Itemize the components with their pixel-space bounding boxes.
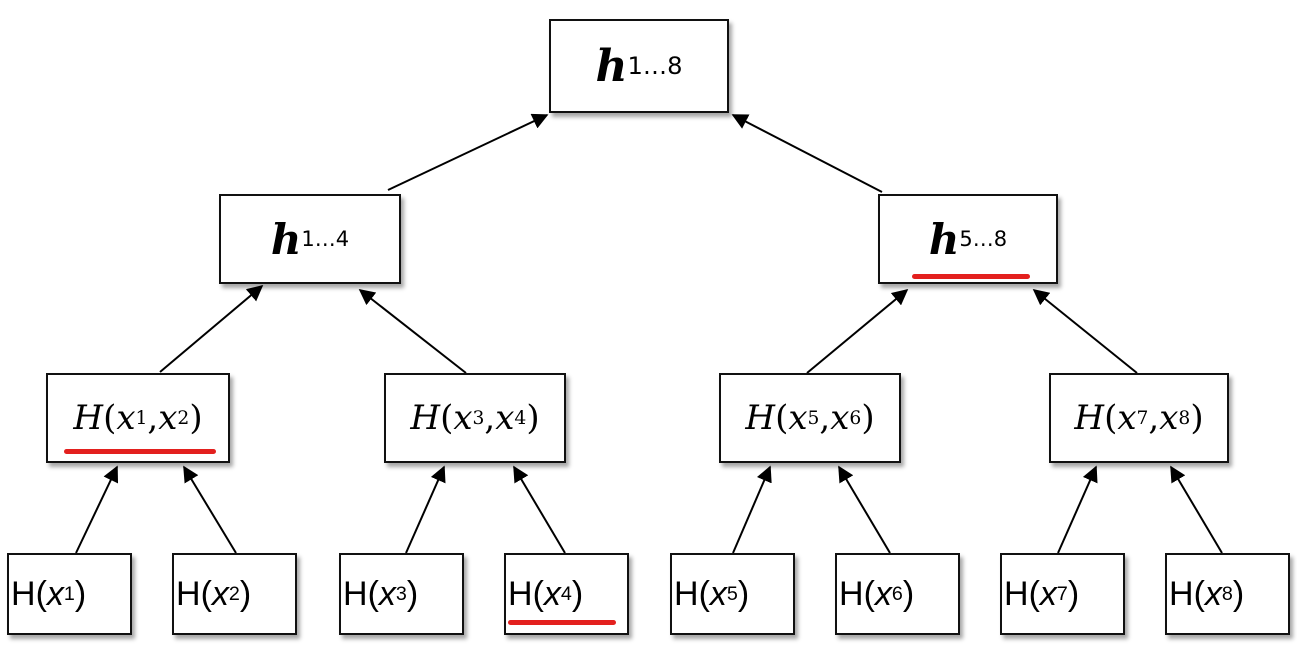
- edge-l6-to-p56: [838, 465, 891, 554]
- root-node-subscript: 1…8: [627, 52, 683, 80]
- edge-p12-to-h14: [159, 284, 264, 373]
- leaf-8-arg: x: [1204, 574, 1222, 613]
- edge-l3-to-p34: [405, 465, 446, 554]
- highlight-underline-pair-1-2: [64, 449, 216, 454]
- edge-l2-to-p12: [183, 465, 237, 554]
- node-h-1-4-subscript: 1…4: [301, 227, 350, 251]
- leaf-6-arg: x: [874, 574, 892, 613]
- leaf-2-arg: x: [211, 574, 229, 613]
- leaf-6-fn: H: [839, 574, 864, 613]
- edge-l5-to-p56: [732, 465, 772, 554]
- node-h-5-8-subscript: 5…8: [959, 227, 1008, 251]
- edge-p34-to-h14: [358, 289, 467, 374]
- leaf-3-fn: H: [343, 574, 368, 613]
- leaf-6-sub: 6: [891, 582, 903, 605]
- root-node-label: h: [595, 40, 628, 92]
- pair-1-2-fn: H: [73, 398, 104, 438]
- pair-7-8-arg-b: x: [1159, 398, 1179, 438]
- pair-3-4-arg-a: x: [453, 398, 473, 438]
- pair-7-8-arg-a: x: [1117, 398, 1137, 438]
- leaf-3-sub: 3: [395, 582, 407, 605]
- pair-7-8-arg-b-sub: 8: [1178, 407, 1191, 429]
- pair-5-6-arg-b-sub: 6: [849, 407, 862, 429]
- leaf-8-sub: 8: [1221, 582, 1233, 605]
- leaf-4-arg: x: [543, 574, 561, 613]
- leaf-1-sub: 1: [63, 582, 75, 605]
- node-h-5-8-label: h: [928, 214, 960, 264]
- leaf-5-fn: H: [674, 574, 699, 613]
- leaf-8-fn: H: [1169, 574, 1194, 613]
- pair-5-6-arg-a-sub: 5: [807, 407, 820, 429]
- leaf-4-fn: H: [508, 574, 533, 613]
- pair-1-2-arg-b-sub: 2: [177, 407, 190, 429]
- leaf-5-arg: x: [709, 574, 727, 613]
- edge-l7-to-p78: [1057, 465, 1098, 554]
- edge-l4-to-p34: [513, 465, 566, 554]
- leaf-7-sub: 7: [1056, 582, 1068, 605]
- edge-h14-to-root: [387, 113, 549, 191]
- leaf-2-fn: H: [176, 574, 201, 613]
- pair-7-8-fn: H: [1074, 398, 1105, 438]
- pair-3-4-fn: H: [410, 398, 441, 438]
- edge-l1-to-p12: [75, 465, 119, 554]
- leaf-5-sub: 5: [726, 582, 738, 605]
- pair-1-2-arg-a-sub: 1: [135, 407, 148, 429]
- leaf-1-fn: H: [11, 574, 36, 613]
- leaf-2-sub: 2: [228, 582, 240, 605]
- leaf-4-sub: 4: [560, 582, 572, 605]
- pair-5-6-arg-b: x: [830, 398, 850, 438]
- edge-l8-to-p78: [1170, 465, 1223, 554]
- leaf-1-arg: x: [46, 574, 64, 613]
- pair-3-4-arg-b-sub: 4: [514, 407, 527, 429]
- edge-p56-to-h58: [806, 288, 909, 374]
- highlight-underline-h-5-8: [912, 274, 1030, 279]
- pair-5-6-fn: H: [745, 398, 776, 438]
- pair-7-8-arg-a-sub: 7: [1136, 407, 1149, 429]
- leaf-3-arg: x: [378, 574, 396, 613]
- pair-1-2-arg-b: x: [158, 398, 178, 438]
- leaf-7-fn: H: [1004, 574, 1029, 613]
- pair-1-2-arg-a: x: [116, 398, 136, 438]
- edge-p78-to-h58: [1032, 288, 1138, 374]
- node-h-1-4-label: h: [270, 214, 302, 264]
- pair-3-4-arg-a-sub: 3: [472, 407, 485, 429]
- edge-h58-to-root: [731, 114, 883, 193]
- leaf-7-arg: x: [1039, 574, 1057, 613]
- highlight-underline-leaf-4: [508, 620, 616, 625]
- pair-5-6-arg-a: x: [788, 398, 808, 438]
- pair-3-4-arg-b: x: [495, 398, 515, 438]
